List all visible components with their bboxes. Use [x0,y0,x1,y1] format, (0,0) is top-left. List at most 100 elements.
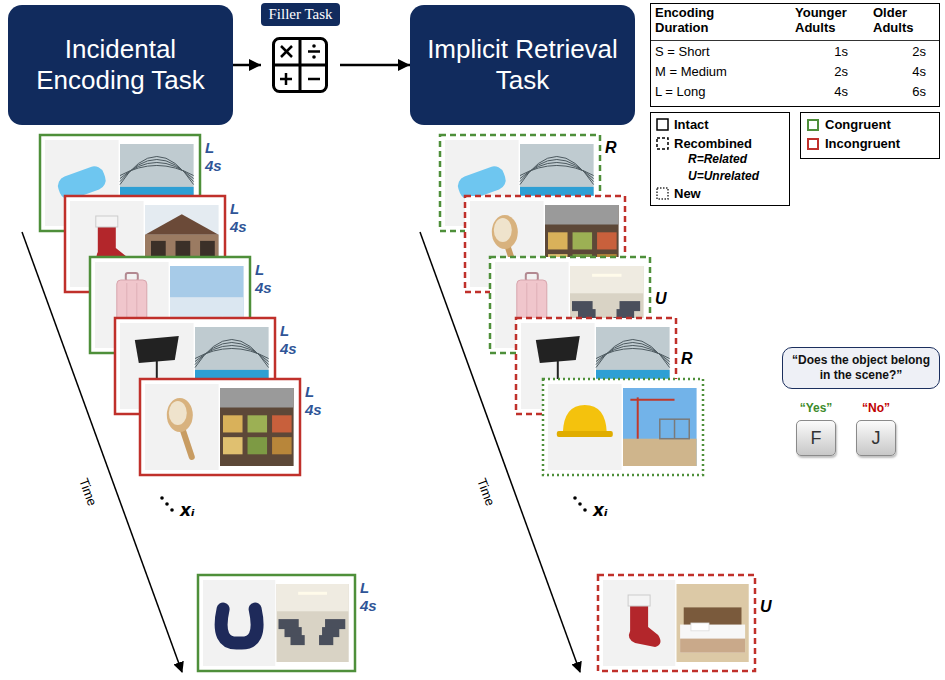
scene-photo [597,232,617,249]
scene-photo [623,439,697,466]
scene-photo [223,415,243,432]
ellipsis-dot [165,502,169,506]
scene-photo [680,639,745,653]
scene-photo [660,419,689,439]
times-symbol [281,46,292,57]
condition-label: L [205,139,214,156]
ellipsis-dot [170,508,174,512]
plus-symbol [285,73,288,85]
table-cell: 2s [800,65,848,80]
table-cell: S = Short [655,45,710,60]
scene-photo [272,415,292,432]
flow-arrow [340,64,410,67]
object-photo [221,609,257,643]
intact-swatch [657,119,668,130]
stimulus-card [198,575,355,671]
scene-photo [277,584,349,611]
calculator-body [274,39,327,92]
condition-label: L [230,200,239,217]
legend-note: U=Unrelated [688,169,759,183]
pair-type-label: U [655,290,667,308]
pair-type-label: U [760,598,772,616]
ellipsis-dot [160,496,164,500]
legend-border [651,113,790,206]
scene-photo [691,623,709,631]
scene-photo [120,162,194,178]
legend-text: Intact [674,117,709,132]
table-cell: 4s [878,65,926,80]
scene-photo [195,345,269,361]
scene-photo [151,241,166,257]
scene-photo [195,339,269,367]
flow-arrow [233,64,261,67]
scene-photo [176,241,191,257]
card-border [140,379,300,475]
table-cell: 4s [800,85,848,100]
table-cell: 1s [800,45,848,60]
scene-photo [545,205,619,225]
scene-photo [677,584,749,662]
ellipsis-dot [578,502,582,506]
legend-text: Incongruent [825,136,900,151]
scene-photo [298,592,327,595]
scene-photo [120,159,194,181]
calculator-divider [274,64,326,67]
condition-label: L [305,383,314,400]
key-letter: F [811,428,822,449]
stimulus-card [140,379,300,475]
table-header: Older Adults [873,6,933,36]
ellipsis-dot [573,496,577,500]
duration-label: 4s [305,401,322,418]
legend-note: R=Related [688,152,747,166]
object-photo [135,336,179,363]
minus-symbol [308,78,320,81]
scene-photo [596,339,670,367]
scene-photo [596,342,670,364]
scene-photo [220,388,294,408]
legend-swatch [807,119,819,131]
condition-label: L [280,322,289,339]
object-ground [548,384,622,470]
table-rule [650,40,940,41]
table-cell: 2s [878,45,926,60]
trial-index: xᵢ [593,500,608,520]
scene-photo [630,399,674,401]
new-swatch [657,188,668,199]
scene-photo [548,232,568,249]
object-photo [628,595,650,606]
scene-photo [120,156,194,184]
key-button: “Yes”F [796,420,836,456]
task-title: Implicit Retrieval Task [414,34,631,96]
object-photo [182,427,192,457]
stimulus-card [598,575,755,671]
table-border [651,4,940,107]
calculator-icon [274,39,327,92]
scene-photo [195,342,269,364]
scene-photo [145,214,219,234]
scene-photo [520,159,594,181]
pair-type-label: R [605,139,617,157]
object-ground [203,580,275,666]
legend-border [801,113,940,159]
scene-photo [520,162,594,178]
key-letter: J [872,428,881,449]
ellipsis-dot [583,508,587,512]
table-header: Younger Adults [795,6,865,36]
task-title: Incidental Encoding Task [12,34,229,96]
table-cell: M = Medium [655,65,727,80]
stimulus-card [543,379,703,475]
divide-symbol [308,50,320,53]
object-photo [96,216,118,227]
scene-photo [674,419,676,439]
scene-photo [220,388,294,466]
trial-index: xᵢ [180,500,195,520]
card-ground [543,379,703,475]
card-ground [198,575,355,671]
filler-task: Filler Task [261,3,340,95]
card-border [543,379,703,475]
scene-photo [291,635,305,645]
scene-photo [570,266,644,293]
answer-label: “No” [862,401,890,415]
times-symbol [281,46,292,57]
